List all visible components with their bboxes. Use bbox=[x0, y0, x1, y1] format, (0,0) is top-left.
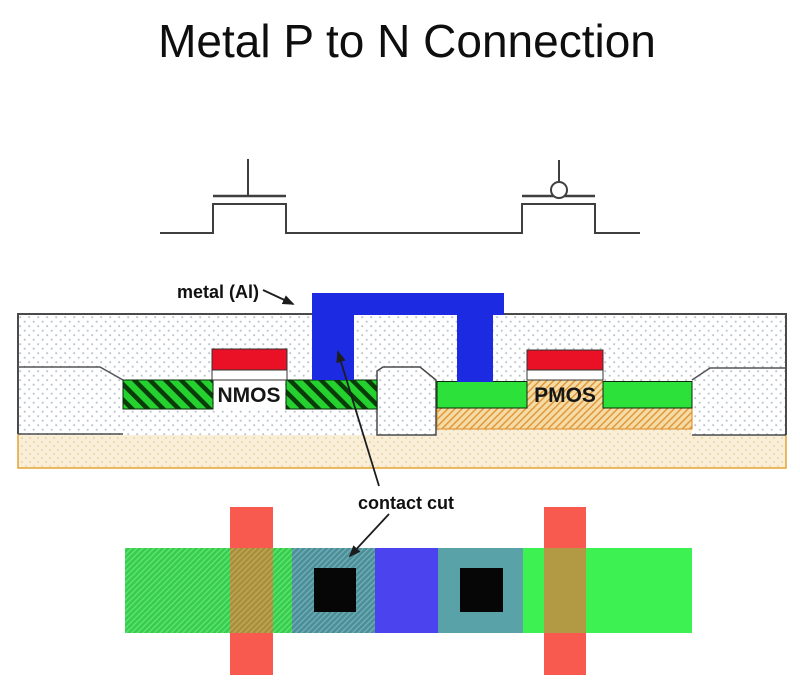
layout-view bbox=[125, 507, 692, 675]
pmos-bubble-icon bbox=[550, 181, 568, 199]
field-oxide-edge-right bbox=[691, 367, 786, 381]
layout-contact-cut-right bbox=[460, 568, 503, 612]
pmos-label: PMOS bbox=[534, 384, 596, 407]
transistor-schematic bbox=[160, 159, 640, 234]
layout-poly-over-pdiff bbox=[544, 548, 586, 633]
metal-al-bridge bbox=[312, 293, 504, 382]
nmos-diffusion-right bbox=[285, 379, 378, 410]
nmos-diffusion-left bbox=[122, 379, 214, 410]
cross-section: NMOS PMOS bbox=[17, 293, 787, 469]
pmos-gate-oxide bbox=[526, 369, 604, 381]
contact-cut-label: contact cut bbox=[358, 493, 454, 513]
nmos-gate-poly bbox=[211, 348, 288, 371]
nmos-channel-area bbox=[214, 380, 285, 408]
n-well-under-gate bbox=[527, 380, 603, 408]
pmos-diffusion-left bbox=[436, 381, 528, 409]
contact-arrow-down-icon bbox=[348, 513, 390, 558]
source-drain-wire bbox=[160, 203, 640, 234]
field-oxide-middle-block bbox=[376, 366, 437, 436]
layout-metal bbox=[375, 548, 438, 633]
n-well bbox=[436, 406, 693, 430]
page-title: Metal P to N Connection bbox=[158, 15, 656, 67]
nmos-label: NMOS bbox=[218, 384, 281, 407]
nmos-gate-oxide bbox=[211, 369, 288, 381]
pmos-gate-poly bbox=[526, 349, 604, 371]
contact-arrow-up-icon bbox=[336, 350, 380, 487]
pmos-diffusion-right bbox=[602, 381, 693, 409]
layout-contact-cut-left bbox=[314, 568, 356, 612]
annotations: metal (Al) contact cut bbox=[177, 282, 454, 558]
layout-poly-over-ndiff bbox=[230, 548, 273, 633]
substrate-under-nwell bbox=[437, 428, 692, 435]
field-oxide-edge-left bbox=[18, 366, 124, 381]
metal-arrow-icon bbox=[262, 289, 295, 305]
p-substrate bbox=[17, 433, 787, 469]
metal-al-label: metal (Al) bbox=[177, 282, 259, 302]
